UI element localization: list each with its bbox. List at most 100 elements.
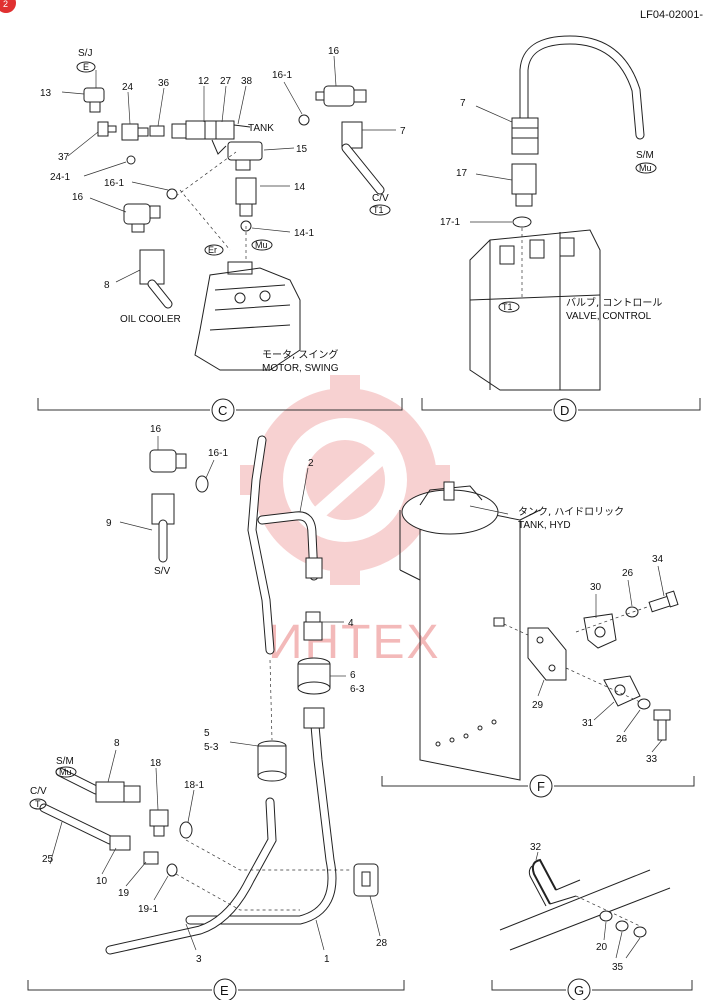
swing-motor-body bbox=[194, 261, 301, 371]
corner-badge: 2 bbox=[0, 0, 16, 13]
clip-28 bbox=[353, 863, 379, 897]
hose-12-tank bbox=[171, 120, 251, 155]
part-16-b: 16 bbox=[72, 192, 84, 203]
part-6: 6 bbox=[350, 670, 356, 681]
part-12: 12 bbox=[198, 76, 210, 87]
part-13: 13 bbox=[40, 88, 52, 99]
part-34: 34 bbox=[652, 554, 664, 565]
oring-24-1 bbox=[126, 155, 136, 165]
tag-er bbox=[204, 244, 224, 256]
section-g-marker bbox=[567, 978, 591, 1000]
part-1: 1 bbox=[324, 954, 330, 965]
watermark-text: ИНТЕХ bbox=[268, 616, 441, 669]
oring-16-1-e bbox=[195, 475, 209, 493]
part-16-e: 16 bbox=[150, 424, 162, 435]
pipe-1 bbox=[185, 707, 337, 925]
label-motor-jp: モータ, スイング bbox=[262, 348, 338, 361]
part-26-b: 26 bbox=[616, 734, 628, 745]
part-17: 17 bbox=[456, 168, 468, 179]
washer-20 bbox=[599, 910, 613, 922]
label-sm-d: S/M bbox=[636, 150, 654, 161]
part-8-c: 8 bbox=[104, 280, 110, 291]
part-36: 36 bbox=[158, 78, 170, 89]
control-valve-body bbox=[469, 229, 601, 391]
part-32: 32 bbox=[530, 842, 542, 853]
label-cv-c: C/V bbox=[372, 193, 389, 204]
part-16-1-b: 16-1 bbox=[104, 178, 124, 189]
part-29: 29 bbox=[532, 700, 544, 711]
clamp-30 bbox=[583, 613, 617, 649]
hose-8-oil-cooler bbox=[139, 249, 173, 309]
part-20: 20 bbox=[596, 942, 608, 953]
oring-19-1 bbox=[166, 863, 178, 877]
tag-e bbox=[76, 61, 96, 73]
fitting-4 bbox=[303, 611, 323, 641]
label-valve-en: VALVE, CONTROL bbox=[566, 311, 652, 322]
u-bolt-32 bbox=[528, 858, 581, 907]
part-8-e: 8 bbox=[114, 738, 120, 749]
part-15: 15 bbox=[296, 144, 308, 155]
adapter-14 bbox=[235, 177, 257, 217]
part-28: 28 bbox=[376, 938, 388, 949]
elbow-16-e bbox=[149, 449, 187, 473]
part-24: 24 bbox=[122, 82, 134, 93]
tag-mu-e bbox=[55, 766, 77, 778]
tag-t1-d-text: T1 bbox=[502, 302, 513, 312]
part-33: 33 bbox=[646, 754, 658, 765]
doc-id: LF04-02001- bbox=[640, 9, 703, 21]
tag-mu-e-text: Mu bbox=[59, 767, 72, 777]
label-valve-jp: バルブ, コントロール bbox=[566, 296, 662, 309]
part-17-1: 17-1 bbox=[440, 217, 460, 228]
fitting-19 bbox=[143, 851, 159, 865]
fitting-36 bbox=[149, 125, 165, 137]
watermark-logo bbox=[240, 375, 450, 585]
part-3: 3 bbox=[196, 954, 202, 965]
part-35: 35 bbox=[612, 962, 624, 973]
section-d: T1 Mu S/M バルブ, コントロール VALVE, CONTROL 7 1… bbox=[421, 35, 701, 422]
label-tank-jp: タンク, ハイドロリック bbox=[518, 506, 624, 518]
corner-badge-text: 2 bbox=[3, 0, 8, 9]
adapter-24 bbox=[121, 123, 149, 141]
tag-mu-d bbox=[635, 162, 657, 174]
hose-25 bbox=[39, 803, 131, 851]
tag-mu-d-text: Mu bbox=[639, 163, 652, 173]
label-tank: TANK bbox=[248, 123, 274, 134]
section-e-marker bbox=[213, 978, 237, 1000]
section-c-marker bbox=[211, 398, 235, 422]
oring-14-1 bbox=[240, 220, 252, 232]
bolt-34 bbox=[648, 590, 679, 613]
clamp-5 bbox=[257, 740, 287, 782]
part-9: 9 bbox=[106, 518, 112, 529]
section-f-marker bbox=[529, 774, 553, 798]
label-motor-en: MOTOR, SWING bbox=[262, 363, 339, 374]
part-5-3: 5-3 bbox=[204, 742, 219, 753]
part-16-1-a: 16-1 bbox=[272, 70, 292, 81]
label-sv: S/V bbox=[154, 566, 170, 577]
oring-18-1 bbox=[179, 821, 193, 839]
nut-35b bbox=[633, 926, 647, 938]
fitting-18 bbox=[149, 809, 169, 837]
hydraulic-tank bbox=[399, 481, 541, 781]
part-7-c: 7 bbox=[400, 126, 406, 137]
tag-t1-d bbox=[498, 301, 520, 313]
tag-t1-c bbox=[369, 204, 391, 216]
section-d-label: D bbox=[560, 403, 569, 418]
part-24-1: 24-1 bbox=[50, 172, 70, 183]
oring-17-1 bbox=[512, 216, 532, 228]
hose-7-d bbox=[511, 35, 645, 155]
label-oil-cooler: OIL COOLER bbox=[120, 314, 181, 325]
part-27: 27 bbox=[220, 76, 232, 87]
bracket-29 bbox=[527, 627, 567, 681]
clamp-31 bbox=[603, 675, 641, 707]
tag-er-text: Er bbox=[208, 245, 217, 255]
part-26-a: 26 bbox=[622, 568, 634, 579]
part-14-1: 14-1 bbox=[294, 228, 314, 239]
part-14: 14 bbox=[294, 182, 306, 193]
label-sj: S/J bbox=[78, 48, 92, 59]
fitting-13 bbox=[83, 87, 105, 113]
section-e: S/V S/M Mu C/V T 16 16-1 2 9 4 6 6-3 5 5… bbox=[27, 424, 405, 1000]
oring-16-1a bbox=[298, 114, 310, 126]
section-c-label: C bbox=[218, 403, 227, 418]
elbow-37 bbox=[97, 121, 117, 137]
